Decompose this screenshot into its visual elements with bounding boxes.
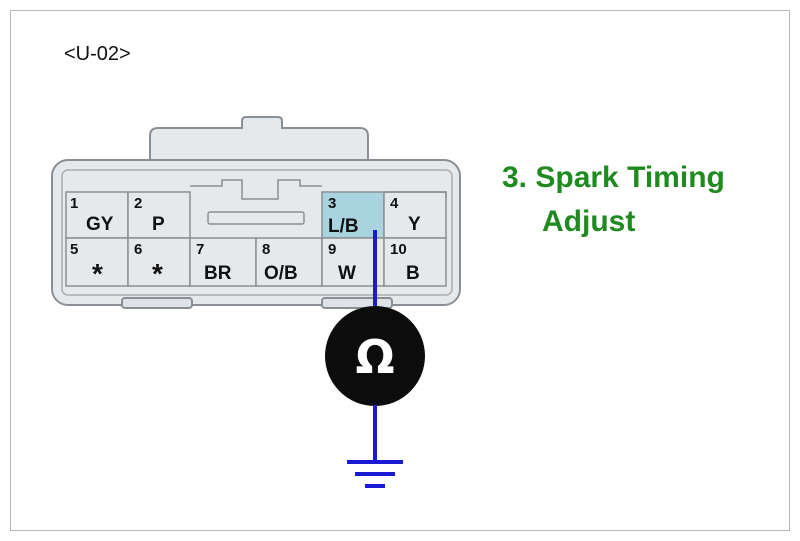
pin-6-number: 6 xyxy=(134,241,142,258)
test-title-line2: Adjust xyxy=(542,205,636,238)
connector-key-area xyxy=(189,179,323,287)
test-title-line1: 3. Spark Timing xyxy=(502,161,725,194)
pin-10-color: B xyxy=(406,263,420,284)
ohmmeter-icon: Ω xyxy=(325,306,425,406)
pin-5-color: * xyxy=(92,258,103,289)
pin-3-color: L/B xyxy=(328,216,359,237)
pin-grid-left xyxy=(65,191,191,287)
pin-8-number: 8 xyxy=(262,241,270,258)
test-title: 3. Spark Timing Adjust xyxy=(502,156,725,244)
pin-9-color: W xyxy=(338,263,356,284)
pin-6-color: * xyxy=(152,258,163,289)
pin-2-number: 2 xyxy=(134,195,142,212)
pin-2-color: P xyxy=(152,214,165,235)
connector-code-label: <U-02> xyxy=(64,43,131,65)
pin-4-number: 4 xyxy=(390,195,399,212)
pin-7-number: 7 xyxy=(196,241,204,258)
connector-latch xyxy=(149,116,369,166)
pin-5-number: 5 xyxy=(70,241,78,258)
pin-1-number: 1 xyxy=(70,195,78,212)
ground-icon xyxy=(347,460,403,488)
pin-7-color: BR xyxy=(204,263,232,284)
ohmmeter-symbol: Ω xyxy=(355,330,394,384)
pin-grid-right xyxy=(321,191,447,287)
connector-right-bevel xyxy=(384,191,447,198)
connector-tab-left xyxy=(121,297,193,309)
pin-10-number: 10 xyxy=(390,241,407,258)
pin-3-number: 3 xyxy=(328,195,336,212)
pin-9-number: 9 xyxy=(328,241,336,258)
pin-1-color: GY xyxy=(86,214,114,235)
connector-inner-frame xyxy=(61,169,453,296)
pin-8-color: O/B xyxy=(264,263,298,284)
pin-4-color: Y xyxy=(408,214,421,235)
